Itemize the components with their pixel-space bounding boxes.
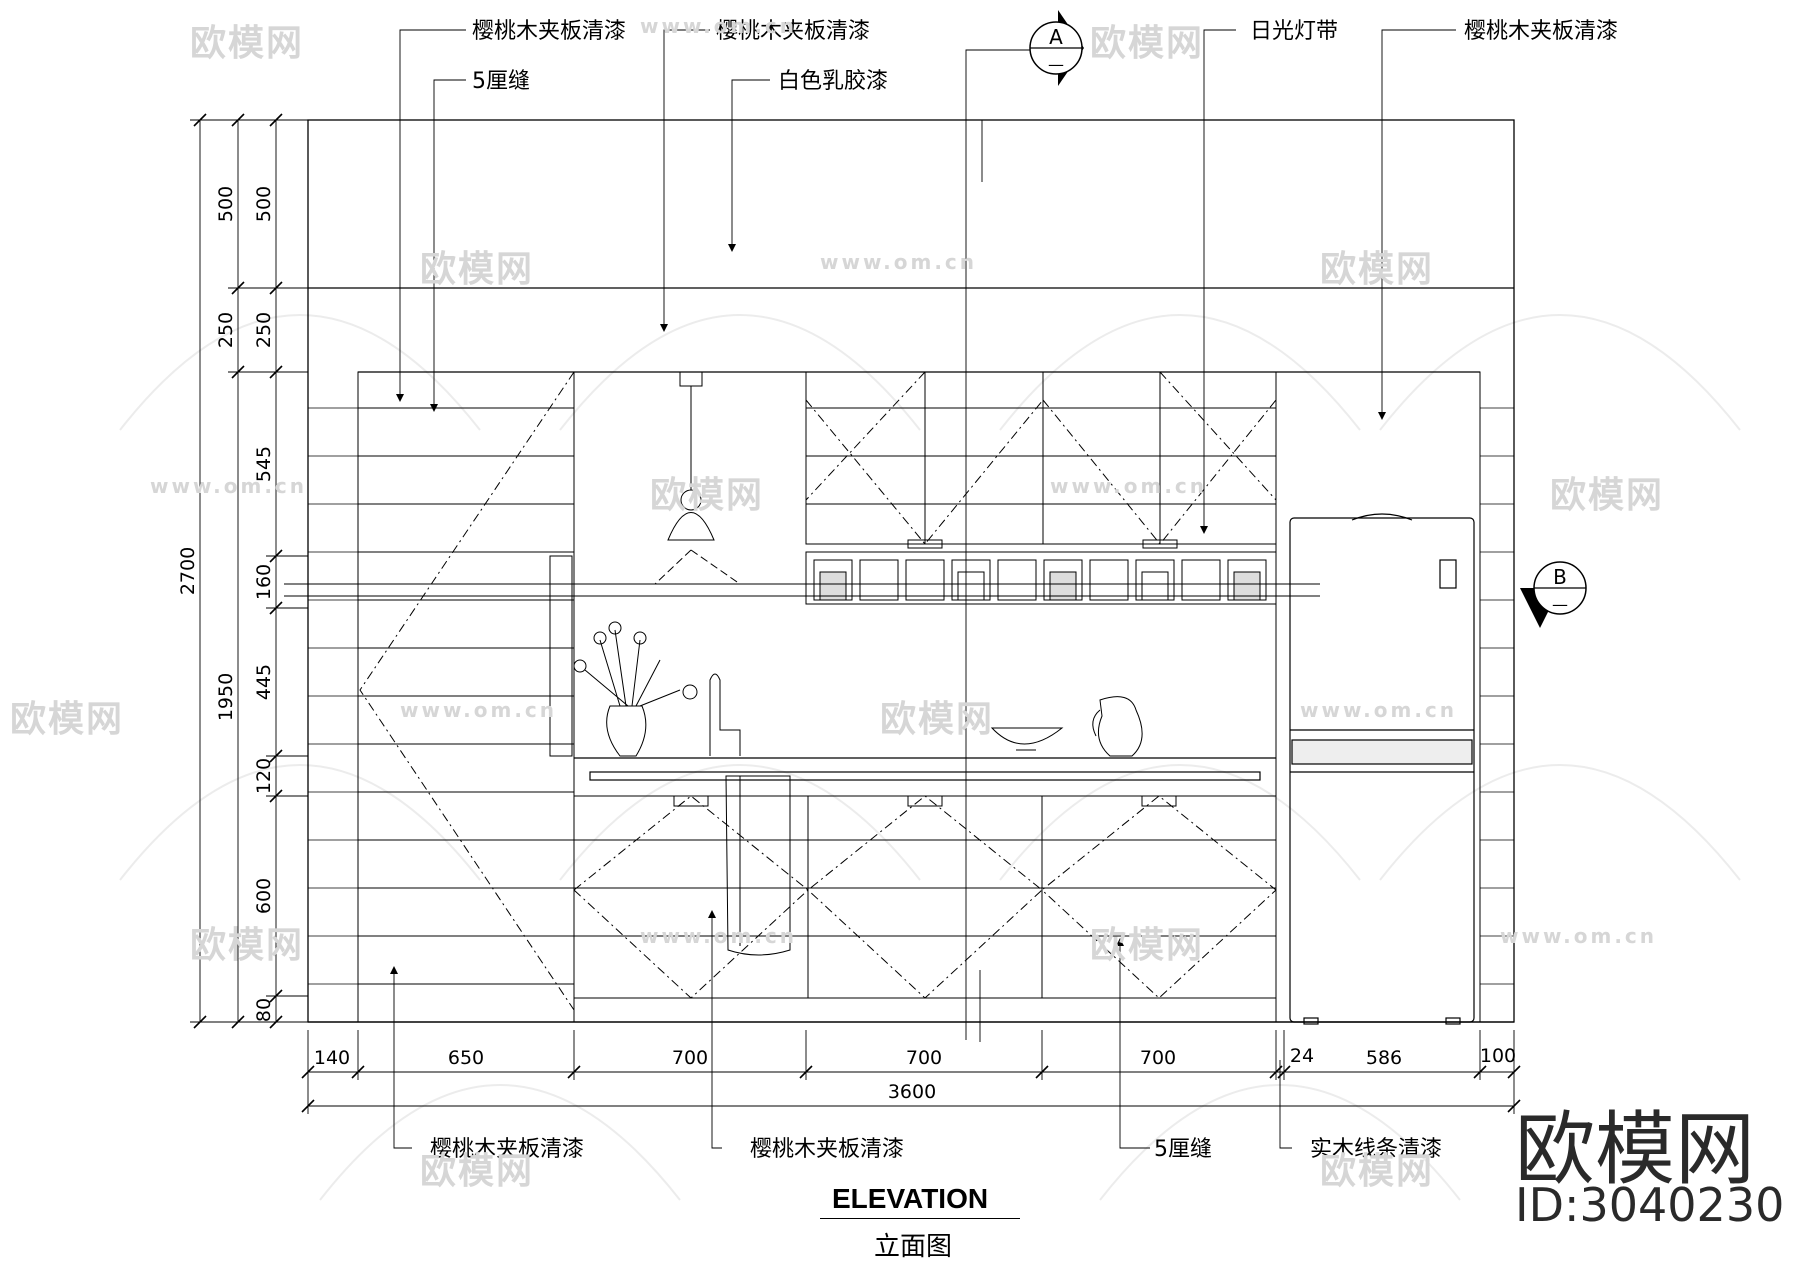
dim-left-500-a: 500 <box>215 186 237 222</box>
dim-total-height: 2700 <box>177 547 199 595</box>
towel <box>725 775 791 956</box>
drawing-title-cn: 立面图 <box>874 1232 953 1262</box>
annotation-bottom-3: 5厘缝 <box>1154 1137 1212 1162</box>
watermark-url: www.om.cn <box>820 250 978 274</box>
annotation-top-2: 樱桃木夹板清漆 <box>716 19 870 44</box>
title-underline <box>820 1218 1020 1219</box>
annotation-labels: 樱桃木夹板清漆 樱桃木夹板清漆 日光灯带 樱桃木夹板清漆 5厘缝 白色乳胶漆 樱… <box>430 19 1618 1162</box>
watermark-logo: 欧模网 <box>190 925 305 966</box>
right-panel <box>1275 371 1481 1023</box>
flower-vase <box>573 621 698 757</box>
watermark-url: www.om.cn <box>1500 924 1658 948</box>
wall-panel-lines <box>308 407 1514 985</box>
watermark-logo: 欧模网 <box>1090 23 1205 64</box>
dim-left-600: 600 <box>253 878 275 914</box>
watermark-url: www.om.cn <box>400 698 558 722</box>
upper-cabinets <box>805 371 1277 549</box>
dim-left-250-a: 250 <box>215 312 237 348</box>
leader-lines <box>393 29 1456 1149</box>
dim-left-445: 445 <box>253 664 275 700</box>
refrigerator <box>1289 513 1475 1025</box>
annotation-bottom-2: 樱桃木夹板清漆 <box>750 1137 904 1162</box>
pendant-lamp <box>654 371 741 585</box>
annotation-bottom-4: 实木线条清漆 <box>1310 1137 1442 1162</box>
dim-left-250: 250 <box>253 312 275 348</box>
annotation-top-6: 白色乳胶漆 <box>778 69 888 94</box>
dim-bottom-24: 24 <box>1290 1045 1314 1067</box>
leader-arrows <box>390 244 1386 974</box>
pitcher <box>1092 696 1143 757</box>
spice-shelf <box>805 551 1277 605</box>
countertop <box>574 757 1276 781</box>
dim-bottom-700-c: 700 <box>1140 1047 1176 1069</box>
dim-bottom-700-a: 700 <box>672 1047 708 1069</box>
annotation-top-1: 樱桃木夹板清漆 <box>472 19 626 44</box>
faucet <box>709 673 741 756</box>
dim-bottom-586: 586 <box>1366 1047 1402 1069</box>
watermark-logo: 欧模网 <box>880 699 995 740</box>
annotation-top-4: 樱桃木夹板清漆 <box>1464 19 1618 44</box>
dimension-labels: 2700 1950 500 250 500 250 545 160 445 12… <box>177 186 1516 1103</box>
dim-lower-height: 1950 <box>215 673 237 721</box>
watermark-logo: 欧模网 <box>420 249 535 290</box>
dimension-ticks <box>193 113 1521 1113</box>
watermark-url: www.om.cn <box>1300 698 1458 722</box>
brand-id: ID:3040230 <box>1515 1178 1785 1232</box>
watermark-logo: 欧模网 <box>10 699 125 740</box>
watermark-arcs <box>119 314 1741 1201</box>
dim-total-width: 3600 <box>888 1081 936 1103</box>
watermark-url: www.om.cn <box>640 924 798 948</box>
section-marker-b: B — <box>1520 561 1587 628</box>
dim-left-500: 500 <box>253 186 275 222</box>
drawing-title-en: ELEVATION <box>832 1183 989 1214</box>
watermark-logo: 欧模网 <box>420 1151 535 1192</box>
section-a-letter: A <box>1049 25 1063 49</box>
watermark-logo: 欧模网 <box>1090 925 1205 966</box>
section-b-letter: B <box>1553 565 1567 589</box>
section-marker-a: A — <box>1029 10 1084 86</box>
dim-bottom-100: 100 <box>1480 1045 1516 1067</box>
dim-left-160: 160 <box>253 564 275 600</box>
dim-bottom-140: 140 <box>314 1047 350 1069</box>
watermark-logo: 欧模网 <box>1320 249 1435 290</box>
bowl <box>990 727 1064 751</box>
annotation-top-5: 5厘缝 <box>472 69 530 94</box>
watermark-url: www.om.cn <box>150 474 308 498</box>
watermark-logo: 欧模网 <box>1320 1151 1435 1192</box>
section-b-sub: — <box>1552 595 1568 614</box>
dim-left-545: 545 <box>253 446 275 482</box>
section-a-sub: — <box>1048 55 1064 74</box>
brand-logo-text: 欧模网 <box>1515 1103 1755 1196</box>
watermark-url: www.om.cn <box>1050 474 1208 498</box>
annotation-top-3: 日光灯带 <box>1250 19 1338 44</box>
watermark-url: www.om.cn <box>640 14 798 38</box>
tall-cabinet-left <box>357 371 575 1023</box>
watermark-logo: 欧模网 <box>190 23 305 64</box>
dim-left-120: 120 <box>253 758 275 794</box>
watermark-logo: 欧模网 <box>650 475 765 516</box>
annotation-bottom-1: 樱桃木夹板清漆 <box>430 1137 584 1162</box>
light-strip <box>284 583 1320 597</box>
dim-bottom-700-b: 700 <box>906 1047 942 1069</box>
watermark-logo: 欧模网 <box>1550 475 1665 516</box>
dim-bottom-650: 650 <box>448 1047 484 1069</box>
dim-left-80: 80 <box>253 998 275 1022</box>
